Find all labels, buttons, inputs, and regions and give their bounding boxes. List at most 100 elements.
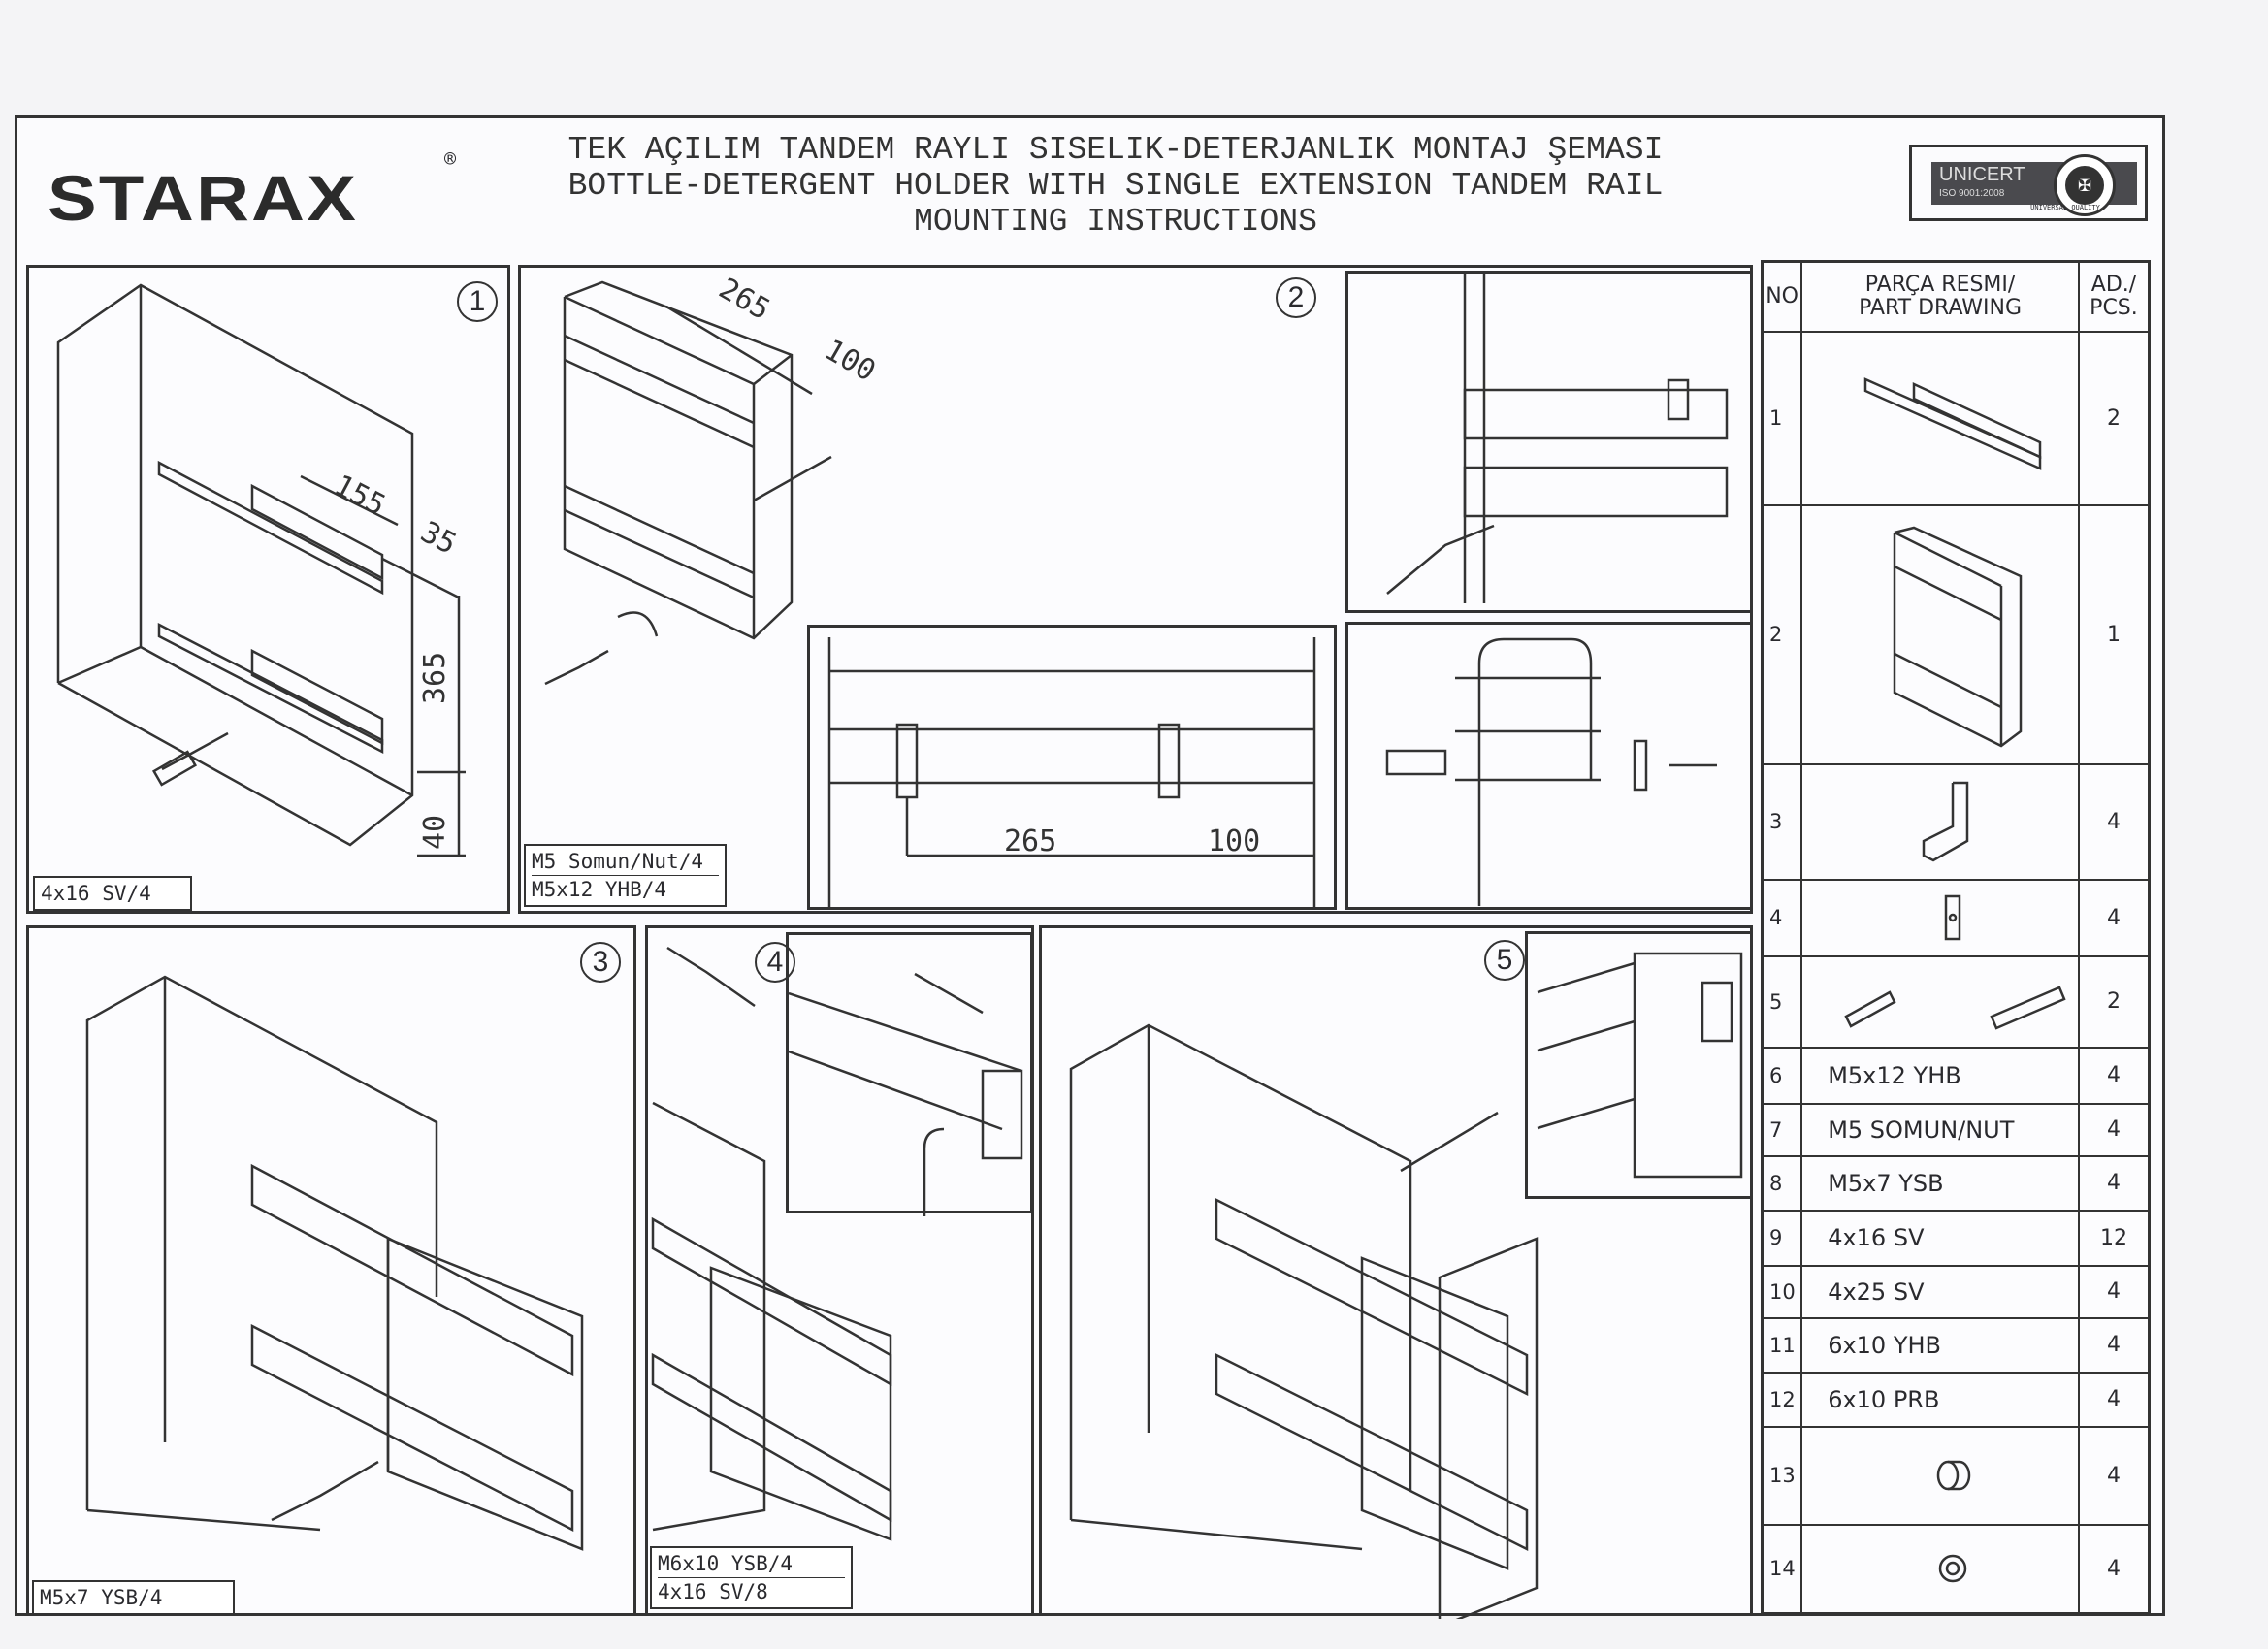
- row-no: 10: [1761, 1264, 1803, 1319]
- row-part: M5 SOMUN/NUT: [1800, 1102, 2080, 1157]
- row-part: [1800, 1425, 2080, 1526]
- bracket-icon: [1922, 781, 1969, 862]
- dimension-100: 100: [819, 333, 881, 388]
- certification-badge: UNICERT ISO 9001:2008 ✠ UNIVERSAL QUALIT…: [1909, 145, 2148, 221]
- dimension-35: 35: [415, 515, 462, 562]
- row-no: 2: [1761, 503, 1803, 765]
- title-english: BOTTLE-DETERGENT HOLDER WITH SINGLE EXTE…: [567, 168, 1664, 204]
- row-no: 1: [1761, 330, 1803, 506]
- hardware-label: M6x10 YSB/4 4x16 SV/8: [650, 1546, 853, 1609]
- row-pcs: 4: [2077, 762, 2151, 881]
- step-2-drawing: 265 100: [544, 272, 881, 686]
- row-no: 6: [1761, 1046, 1803, 1105]
- row-part: M5x7 YSB: [1800, 1154, 2080, 1212]
- parts-table: NO PARÇA RESMI/ PART DRAWING AD./ PCS. 1…: [1761, 260, 2151, 1615]
- row-part: [1800, 1523, 2080, 1615]
- eagle-icon: ✠: [2054, 154, 2116, 216]
- step-3-panel: 3 M5x7 YSB/4: [26, 925, 636, 1616]
- detail-bracket-view: [1345, 271, 1753, 613]
- row-part: [1800, 503, 2080, 765]
- row-pcs: 4: [2077, 1425, 2151, 1526]
- header-part: PARÇA RESMI/ PART DRAWING: [1800, 260, 2080, 333]
- row-pcs: 4: [2077, 1316, 2151, 1374]
- detail-spacing-view: 265 100: [807, 625, 1337, 910]
- hardware-item: M5x7 YSB/4: [40, 1586, 163, 1609]
- row-no: 3: [1761, 762, 1803, 881]
- step-number: 3: [580, 942, 621, 983]
- step-2-panel: 265 100 2 265 100 M5 Somun/Nut/4 M5x12 Y…: [518, 265, 1753, 914]
- hardware-label: M5 Somun/Nut/4 M5x12 YHB/4: [524, 844, 727, 907]
- cert-standard: ISO 9001:2008: [1939, 188, 2005, 199]
- detail-connector-view: [1345, 622, 1753, 910]
- hardware-item: M5x12 YHB/4: [532, 878, 667, 901]
- seal-text: UNIVERSAL QUALITY: [2030, 204, 2100, 211]
- row-pcs: 2: [2077, 330, 2151, 506]
- row-part: 6x10 PRB: [1800, 1371, 2080, 1428]
- row-no: 7: [1761, 1102, 1803, 1157]
- hardware-item: M6x10 YSB/4: [658, 1550, 845, 1578]
- row-pcs: 4: [2077, 878, 2151, 957]
- step-3-drawing: [85, 975, 584, 1551]
- hardware-label: M5x7 YSB/4: [32, 1580, 235, 1615]
- step-4-panel: 4 M6x10 YSB/4 4x16 SV/8: [645, 925, 1034, 1616]
- row-pcs: 2: [2077, 954, 2151, 1049]
- detail-dimension-265: 265: [1004, 824, 1056, 858]
- step-number: 1: [457, 281, 498, 322]
- hardware-item: 4x16 SV/4: [41, 882, 151, 905]
- row-no: 14: [1761, 1523, 1803, 1615]
- row-part: 4x16 SV: [1800, 1209, 2080, 1267]
- row-pcs: 4: [2077, 1046, 2151, 1105]
- row-part: [1800, 954, 2080, 1049]
- header-pcs: AD./ PCS.: [2077, 260, 2151, 333]
- row-part: M5x12 YHB: [1800, 1046, 2080, 1105]
- row-no: 5: [1761, 954, 1803, 1049]
- washer-icon: [1938, 1555, 1967, 1583]
- row-part: [1800, 330, 2080, 506]
- brand-logo: STARAX: [48, 162, 359, 234]
- row-no: 11: [1761, 1316, 1803, 1374]
- step-1-panel: 155 35 365 40 1 4x16 SV/4: [26, 265, 510, 914]
- row-pcs: 4: [2077, 1102, 2151, 1157]
- row-part: 6x10 YHB: [1800, 1316, 2080, 1374]
- row-no: 13: [1761, 1425, 1803, 1526]
- row-part: [1800, 762, 2080, 881]
- dimension-40: 40: [418, 815, 452, 850]
- row-no: 8: [1761, 1154, 1803, 1212]
- row-pcs: 4: [2077, 1154, 2151, 1212]
- dimension-155: 155: [329, 469, 391, 523]
- clip-icon: [1944, 894, 1961, 941]
- row-no: 12: [1761, 1371, 1803, 1428]
- registered-mark: ®: [444, 147, 457, 171]
- hardware-label: 4x16 SV/4: [33, 876, 192, 911]
- step-1-drawing: 155 35 365 40: [56, 283, 466, 857]
- row-no: 9: [1761, 1209, 1803, 1267]
- table-row: 13 4: [1761, 1425, 2151, 1526]
- row-pcs: 12: [2077, 1209, 2151, 1267]
- hardware-item: M5 Somun/Nut/4: [532, 848, 719, 876]
- rail-icon: [1863, 377, 2042, 470]
- step-5-panel: 5: [1039, 925, 1753, 1619]
- row-no: 4: [1761, 878, 1803, 957]
- step-number: 4: [755, 942, 795, 983]
- detail-front-view: [1525, 931, 1753, 1199]
- detail-dimension-100: 100: [1208, 824, 1260, 858]
- cert-bar: UNICERT ISO 9001:2008 ✠: [1931, 154, 2137, 216]
- connector-icon: [1844, 985, 2066, 1030]
- cert-name: UNICERT: [1939, 164, 2025, 185]
- header-no: NO: [1761, 260, 1803, 333]
- dimension-265: 265: [713, 272, 775, 327]
- row-part: [1800, 878, 2080, 957]
- title-turkish: TEK AÇILIM TANDEM RAYLI SISELIK-DETERJAN…: [567, 132, 1664, 168]
- hardware-item: 4x16 SV/8: [658, 1580, 768, 1603]
- basket-icon: [1893, 526, 2023, 748]
